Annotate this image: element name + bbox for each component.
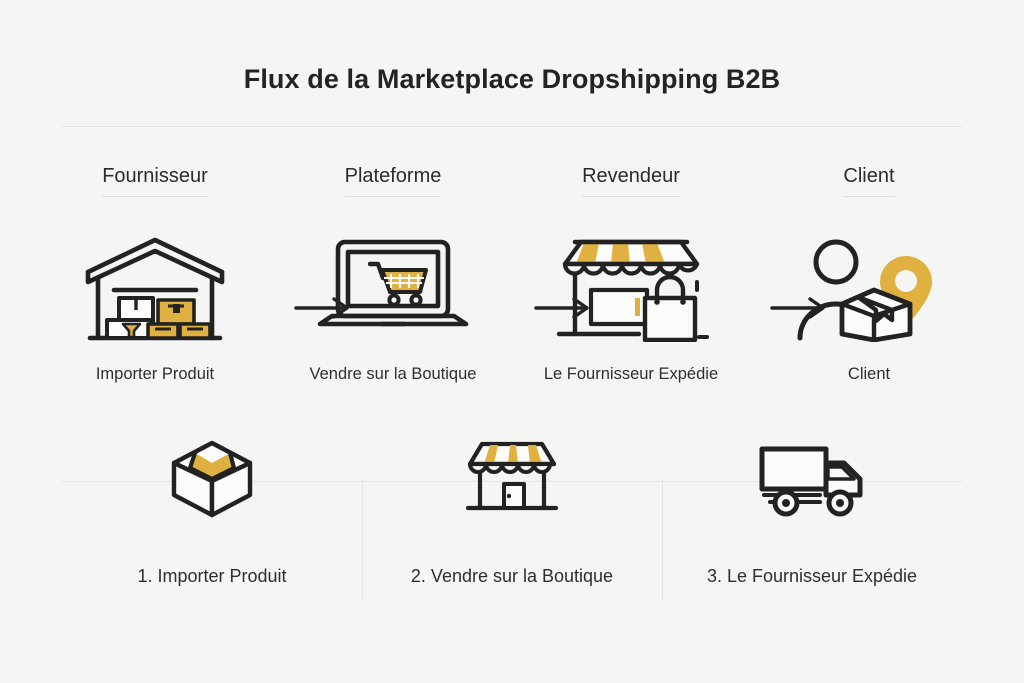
stage-caption-label: Le Fournisseur Expédie [543,365,719,383]
stage-header-label: Revendeur [582,165,680,197]
stage-header-label: Plateforme [344,165,442,197]
flow-stage-fournisseur: Fournisseur [62,165,248,385]
open-box-icon [160,440,264,518]
flow-stage-revendeur: Revendeur [538,165,724,385]
step-item-2: 2. Vendre sur la Boutique [362,440,662,600]
storefront-bag-icon [551,233,711,343]
arrow-right-icon [770,295,832,321]
step-label: 1. Importer Produit [137,566,287,586]
page-title: Flux de la Marketplace Dropshipping B2B [243,64,781,94]
steps-row: 1. Importer Produit [62,440,962,600]
step-item-1: 1. Importer Produit [62,440,362,600]
stage-header-label: Client [843,165,895,197]
steps-divider [62,481,962,482]
customer-parcel-pin-icon [796,233,942,343]
stage-header-label: Fournisseur [102,165,208,197]
step-label: 3. Le Fournisseur Expédie [706,566,918,586]
flow-row: Fournisseur [62,165,962,405]
flow-stage-plateforme: Plateforme [300,165,486,385]
arrow-right-icon [534,295,596,321]
step-item-3: 3. Le Fournisseur Expédie [662,440,962,600]
flow-stage-client: Client [776,165,962,385]
warehouse-icon [80,233,230,343]
title-divider [62,126,962,127]
stage-caption-label: Client [847,365,891,383]
delivery-truck-icon [756,440,868,518]
laptop-cart-icon [314,233,472,343]
stage-caption-label: Vendre sur la Boutique [309,365,477,383]
arrow-right-icon [294,295,356,321]
step-label: 2. Vendre sur la Boutique [410,566,614,586]
stage-caption-label: Importer Produit [95,365,215,383]
shop-icon [460,440,564,518]
